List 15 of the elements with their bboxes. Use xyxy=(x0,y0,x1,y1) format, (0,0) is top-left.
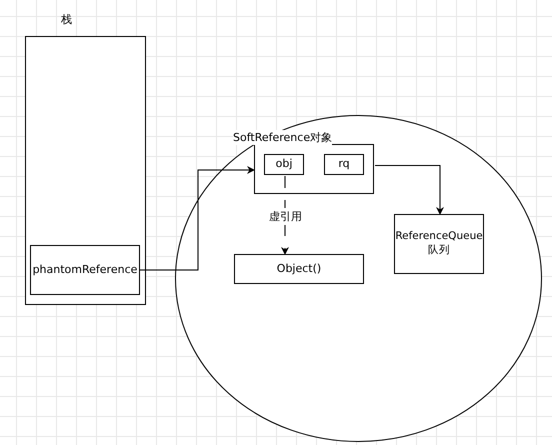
process-box xyxy=(30,245,140,295)
process-box xyxy=(264,154,304,175)
process-box xyxy=(324,154,364,175)
node-label: rq xyxy=(338,157,350,172)
process-box xyxy=(234,254,364,284)
node-label: Object() xyxy=(276,262,322,276)
node-label: phantomReference xyxy=(32,262,138,278)
box-heading: SoftReference对象 xyxy=(233,130,332,145)
edge-label: 虚引用 xyxy=(268,208,303,224)
arrow xyxy=(374,165,444,216)
arrow xyxy=(140,166,256,270)
process-box xyxy=(394,214,484,274)
node-label: ReferenceQueue 队列 xyxy=(395,230,483,258)
node-label: obj xyxy=(276,157,292,172)
box-heading: 栈 xyxy=(61,12,72,27)
